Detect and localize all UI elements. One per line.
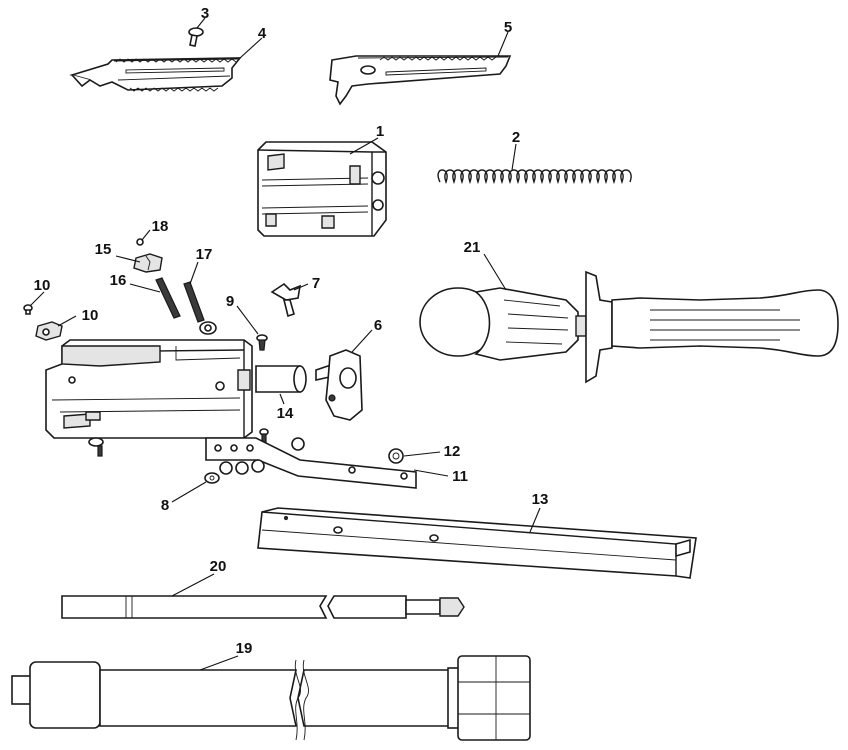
- part-19-long-shaft: [11, 655, 531, 741]
- part-4-serrated-plate: [69, 57, 242, 92]
- label-part-9: 9: [226, 293, 234, 310]
- guide-frame: [45, 339, 253, 439]
- part-21-side-handle: [419, 270, 839, 384]
- label-part-20: 20: [210, 558, 227, 575]
- part-1-housing-block: [257, 141, 387, 237]
- label-part-1: 1: [376, 123, 384, 140]
- part-13-rail: [257, 507, 697, 579]
- part-11-plate: [205, 437, 417, 489]
- part-7-wing-screw: [270, 282, 302, 318]
- label-part-10b: 10: [82, 307, 99, 324]
- label-part-17: 17: [196, 246, 213, 263]
- part-6-clamp: [315, 349, 363, 421]
- part-12-nut: [388, 448, 404, 464]
- label-part-2: 2: [512, 129, 520, 146]
- part-16-spring-pin: [155, 277, 181, 319]
- label-part-3: 3: [201, 5, 209, 22]
- part-3-screw: [188, 27, 204, 47]
- part-5-bracket-plate: [329, 55, 512, 106]
- label-part-4: 4: [258, 25, 267, 42]
- label-part-12: 12: [444, 443, 461, 460]
- part-20-rod: [61, 595, 465, 619]
- part-18-small-nut: [136, 238, 144, 246]
- leader-lines: [29, 17, 541, 671]
- part-17-threaded-rod: [183, 281, 217, 335]
- label-part-11: 11: [452, 468, 468, 485]
- frame-screw: [88, 437, 104, 457]
- part-9-screw: [256, 334, 268, 351]
- part-2-spring: [437, 169, 632, 184]
- part-8-screw: [204, 472, 220, 484]
- label-part-5: 5: [504, 19, 512, 36]
- part-10-screw: [23, 304, 33, 315]
- label-part-13: 13: [532, 491, 549, 508]
- label-part-10a: 10: [34, 277, 51, 294]
- label-part-18: 18: [152, 218, 169, 235]
- label-part-21: 21: [464, 239, 481, 256]
- label-part-8: 8: [161, 497, 169, 514]
- part-10-block: [35, 321, 63, 341]
- label-part-6: 6: [374, 317, 382, 334]
- part-15-clip: [133, 253, 163, 273]
- label-part-19: 19: [236, 640, 253, 657]
- label-part-16: 16: [110, 272, 127, 289]
- label-part-14: 14: [277, 405, 294, 422]
- label-part-15: 15: [95, 241, 112, 258]
- part-number-labels: 3 4 5 1 2 6 7 8 9 10 10 11 12 13 14 15 1…: [34, 5, 549, 657]
- part-14-tube: [255, 365, 307, 393]
- label-part-7: 7: [312, 275, 320, 292]
